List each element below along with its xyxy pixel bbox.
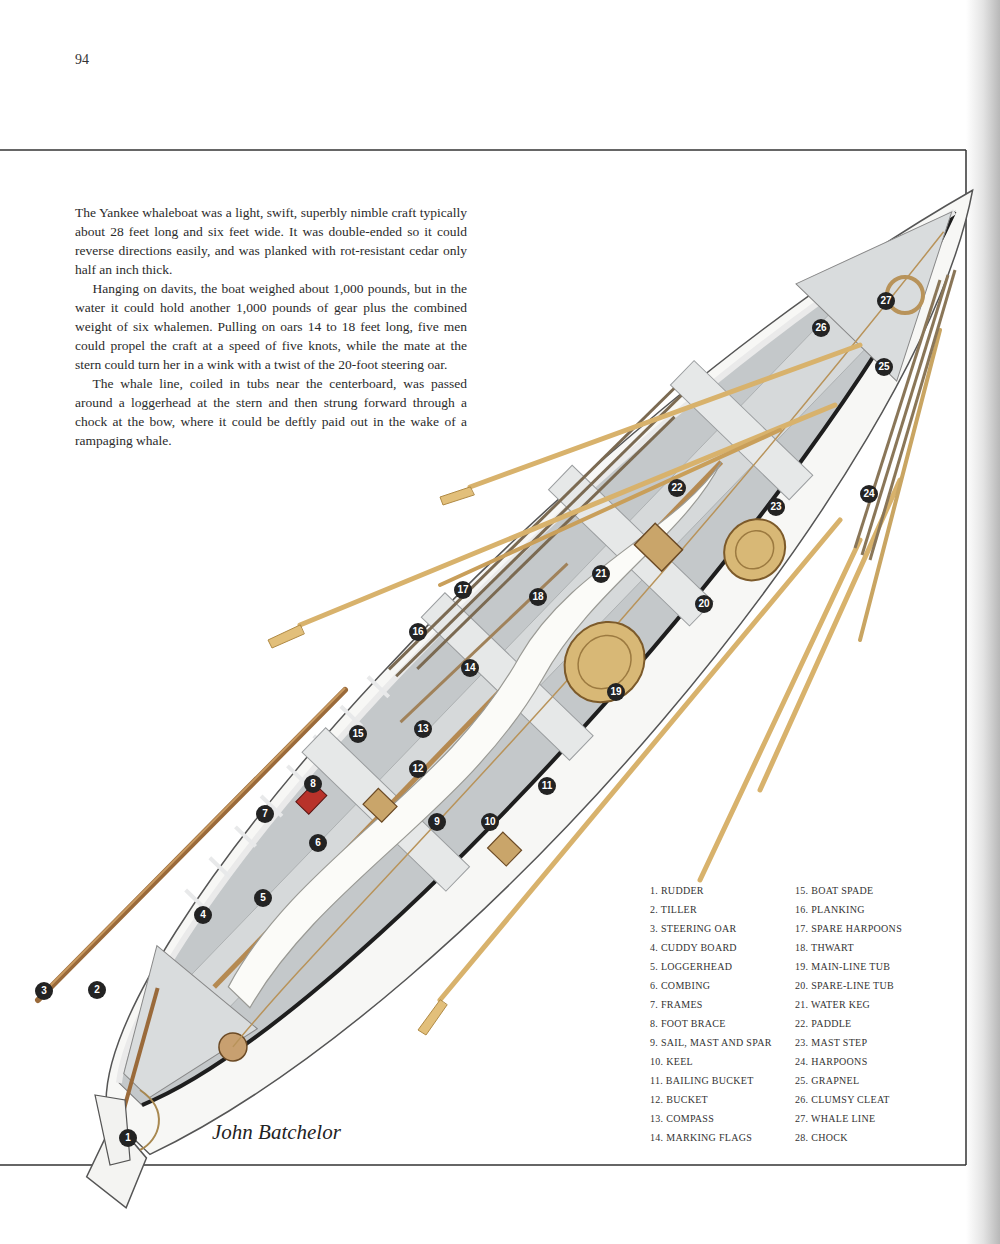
callout-number: 12 — [409, 760, 427, 778]
parts-key-entry: 12. BUCKET — [650, 1094, 708, 1105]
callout-number: 9 — [428, 813, 446, 831]
callout-number: 13 — [414, 720, 432, 738]
parts-key-entry: 23. MAST STEP — [795, 1037, 867, 1048]
callout-number: 3 — [35, 982, 53, 1000]
callout-number: 22 — [668, 479, 686, 497]
tiller — [74, 988, 204, 1119]
callout-number: 10 — [481, 813, 499, 831]
next-page-edge — [966, 0, 1000, 1244]
callout-number: 26 — [812, 319, 830, 337]
parts-key-entry: 7. FRAMES — [650, 999, 703, 1010]
parts-key-entry: 11. BAILING BUCKET — [650, 1075, 754, 1086]
parts-key-entry: 1. RUDDER — [650, 885, 704, 896]
callout-number: 25 — [875, 358, 893, 376]
callout-number: 16 — [409, 623, 427, 641]
parts-key-entry: 15. BOAT SPADE — [795, 885, 873, 896]
parts-key-entry: 3. STEERING OAR — [650, 923, 736, 934]
parts-key-entry: 26. CLUMSY CLEAT — [795, 1094, 890, 1105]
parts-key-entry: 21. WATER KEG — [795, 999, 870, 1010]
callout-number: 1 — [119, 1129, 137, 1147]
body-paragraph: The Yankee whaleboat was a light, swift,… — [75, 203, 467, 279]
callout-number: 17 — [454, 581, 472, 599]
marking-flags — [401, 557, 568, 729]
parts-key-entry: 8. FOOT BRACE — [650, 1018, 726, 1029]
callout-number: 4 — [194, 906, 212, 924]
callout-number: 24 — [860, 485, 878, 503]
parts-key-entry: 4. CUDDY BOARD — [650, 942, 737, 953]
parts-key-entry: 25. GRAPNEL — [795, 1075, 859, 1086]
bucket — [363, 788, 397, 822]
intro-text: The Yankee whaleboat was a light, swift,… — [75, 203, 467, 450]
parts-key-entry: 14. MARKING FLAGS — [650, 1132, 752, 1143]
bailing-bucket — [488, 832, 522, 866]
harpoons — [855, 270, 955, 560]
oars — [268, 330, 940, 1035]
spare-line-tub-coil — [728, 523, 782, 577]
frame-rule — [0, 149, 966, 151]
callout-number: 8 — [304, 775, 322, 793]
parts-key-entry: 10. KEEL — [650, 1056, 693, 1067]
parts-key-entry: 20. SPARE-LINE TUB — [795, 980, 894, 991]
callout-number: 11 — [538, 777, 556, 795]
hull-exterior — [29, 128, 1000, 1205]
whale-line — [193, 232, 983, 1047]
callout-number: 23 — [767, 498, 785, 516]
parts-key-entry: 5. LOGGERHEAD — [650, 961, 732, 972]
callout-number: 7 — [256, 805, 274, 823]
callout-number: 27 — [877, 292, 895, 310]
frame-rule — [0, 1164, 966, 1166]
body-paragraph: The whale line, coiled in tubs near the … — [75, 374, 467, 450]
callout-number: 18 — [529, 588, 547, 606]
parts-key-entry: 24. HARPOONS — [795, 1056, 868, 1067]
bow-deck — [796, 169, 1000, 381]
parts-key-entry: 22. PADDLE — [795, 1018, 852, 1029]
parts-key-entry: 13. COMPASS — [650, 1113, 714, 1124]
callout-number: 20 — [695, 595, 713, 613]
body-paragraph: Hanging on davits, the boat weighed abou… — [75, 279, 467, 374]
parts-key-entry: 18. THWART — [795, 942, 854, 953]
water-keg — [634, 523, 682, 571]
cuddy-board — [77, 938, 257, 1118]
hull-interior — [59, 157, 1000, 1145]
parts-key-entry: 17. SPARE HARPOONS — [795, 923, 902, 934]
loggerhead — [213, 1027, 253, 1067]
main-line-tub-coil — [567, 625, 642, 700]
callout-number: 6 — [309, 834, 327, 852]
parts-key-entry: 6. COMBING — [650, 980, 710, 991]
parts-key-entry: 28. CHOCK — [795, 1132, 848, 1143]
parts-key-entry: 9. SAIL, MAST AND SPAR — [650, 1037, 772, 1048]
callout-number: 21 — [592, 565, 610, 583]
parts-key-entry: 16. PLANKING — [795, 904, 865, 915]
artist-signature: John Batchelor — [212, 1120, 341, 1145]
callout-number: 19 — [607, 683, 625, 701]
callout-number: 5 — [254, 889, 272, 907]
callout-number: 2 — [88, 981, 106, 999]
parts-key-entry: 19. MAIN-LINE TUB — [795, 961, 890, 972]
parts-key-entry: 27. WHALE LINE — [795, 1113, 875, 1124]
spare-line-tub — [712, 507, 798, 593]
parts-key-entry: 2. TILLER — [650, 904, 697, 915]
hull — [0, 121, 1000, 1244]
callout-number: 15 — [349, 725, 367, 743]
rudder-rope — [140, 1090, 159, 1150]
main-line-tub — [548, 605, 661, 718]
page-number: 94 — [75, 52, 89, 68]
callout-number: 14 — [461, 659, 479, 677]
frame-rule — [965, 150, 967, 1165]
